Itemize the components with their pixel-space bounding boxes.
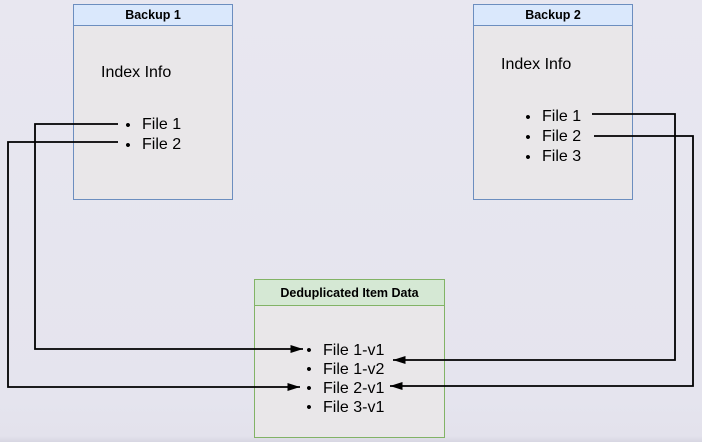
- dedup-title: Deduplicated Item Data: [280, 285, 419, 300]
- list-item: • File 2-v1: [305, 379, 384, 398]
- list-item: • File 1: [524, 107, 581, 127]
- list-item: • File 2: [524, 127, 581, 147]
- backup2-file-list: • File 1 • File 2 • File 3: [524, 107, 581, 167]
- bullet-icon: •: [525, 128, 531, 146]
- dedup-item-1: File 1-v1: [323, 341, 385, 359]
- bullet-icon: •: [306, 342, 312, 359]
- dedup-item-4: File 3-v1: [323, 398, 385, 416]
- backup2-index-info-label: Index Info: [501, 56, 572, 73]
- backup1-file-list: • File 1 • File 2: [124, 115, 181, 155]
- list-item: • File 1-v1: [305, 341, 384, 360]
- list-item: • File 1: [124, 115, 181, 135]
- backup1-box: Backup 1 Index Info • File 1 • File 2: [73, 4, 233, 200]
- backup2-file-2: File 2: [542, 128, 582, 145]
- backup2-box: Backup 2 Index Info • File 1 • File 2 • …: [473, 4, 633, 200]
- backup2-header: Backup 2: [474, 5, 632, 26]
- dedup-item-2: File 1-v2: [323, 360, 385, 378]
- bullet-icon: •: [306, 380, 312, 397]
- dedup-item-3: File 2-v1: [323, 379, 385, 397]
- dedup-box: Deduplicated Item Data • File 1-v1 • Fil…: [254, 279, 445, 438]
- list-item: • File 1-v2: [305, 360, 384, 379]
- bullet-icon: •: [525, 108, 531, 126]
- backup2-file-1: File 1: [542, 108, 582, 125]
- backup2-file-3: File 3: [542, 148, 582, 165]
- dedup-header: Deduplicated Item Data: [255, 280, 444, 306]
- list-item: • File 2: [124, 135, 181, 155]
- list-item: • File 3-v1: [305, 398, 384, 417]
- dedup-item-list: • File 1-v1 • File 1-v2 • File 2-v1 • Fi…: [305, 341, 384, 417]
- backup2-title: Backup 2: [525, 8, 581, 22]
- backup1-title: Backup 1: [125, 8, 181, 22]
- backup1-header: Backup 1: [74, 5, 232, 26]
- bullet-icon: •: [306, 399, 312, 416]
- list-item: • File 3: [524, 147, 581, 167]
- bullet-icon: •: [125, 136, 131, 154]
- backup1-index-info-label: Index Info: [101, 64, 172, 81]
- backup1-file-2: File 2: [142, 136, 182, 153]
- bullet-icon: •: [125, 116, 131, 134]
- bullet-icon: •: [525, 148, 531, 166]
- bullet-icon: •: [306, 361, 312, 378]
- backup1-file-1: File 1: [142, 116, 182, 133]
